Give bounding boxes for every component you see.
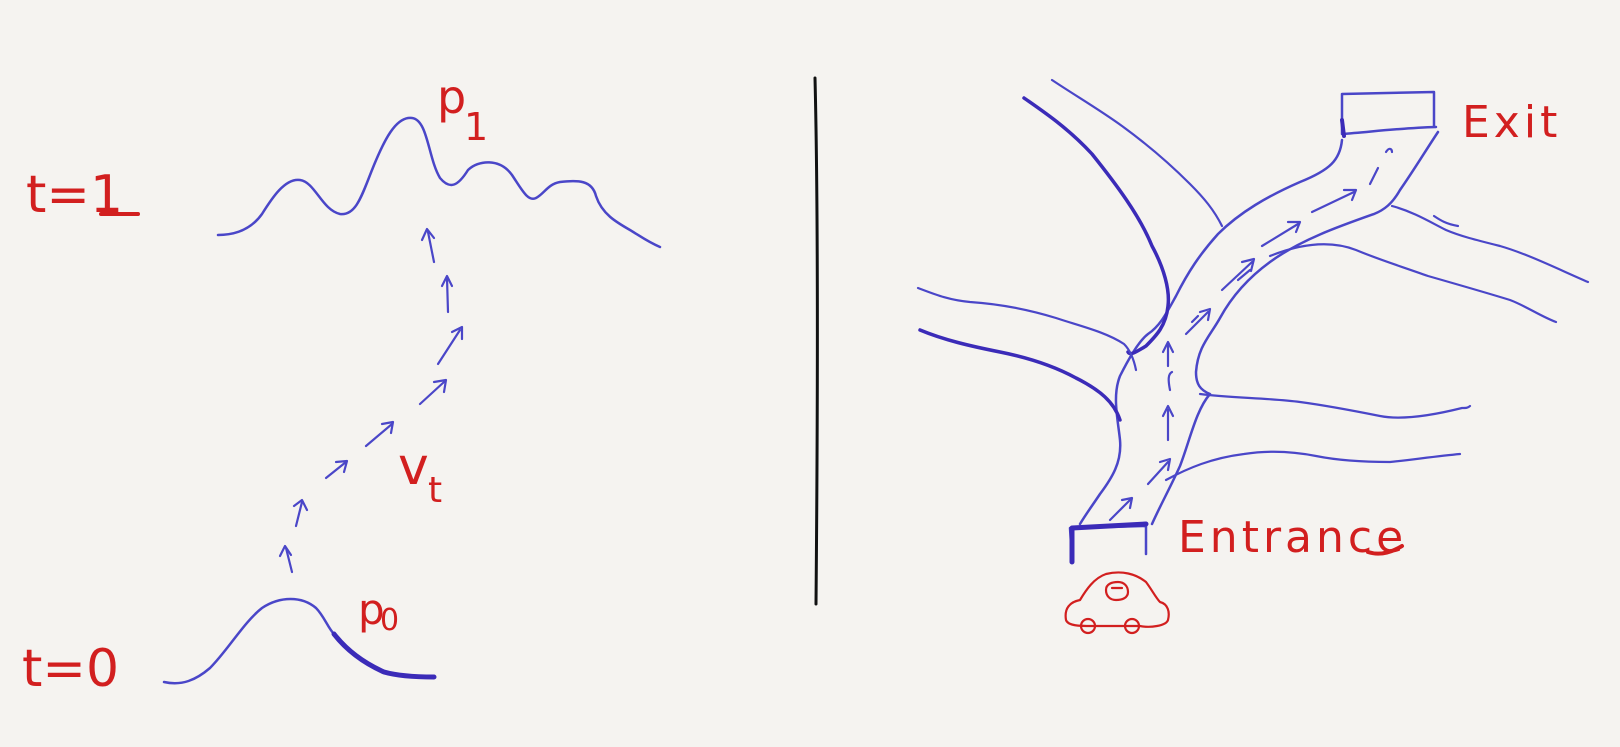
velocity-field-arrows: [278, 227, 464, 574]
p0-distribution-curve-bold: [331, 631, 437, 680]
label-p1-subscript: 1: [464, 105, 488, 149]
entrance-flourish: [1366, 544, 1404, 556]
exit-box: [1340, 90, 1438, 136]
branch-lower-right: [1164, 450, 1462, 482]
label-entrance: Entrance: [1178, 512, 1407, 563]
panel-divider: [813, 76, 819, 606]
maze-path-arrows: [1108, 147, 1394, 522]
branch-upper-right-upper: [1390, 204, 1590, 284]
left-panel: t=1 t=0 p 1 p 0 v t: [22, 70, 662, 699]
branch-upper-right-lower: [1268, 243, 1558, 324]
corridor-right-wall: [1150, 130, 1440, 526]
exit-box-bold-edge: [1340, 118, 1346, 138]
label-p1: p: [437, 70, 466, 124]
branch-upper-right-nub: [1432, 214, 1460, 228]
entrance-box-bold-edge: [1069, 521, 1149, 565]
branch-upper-left-outer: [1022, 96, 1171, 356]
label-vt-subscript: t: [428, 470, 442, 511]
corridor-left-wall: [1078, 138, 1344, 526]
right-panel: Exit Entrance: [916, 78, 1590, 635]
label-exit: Exit: [1462, 97, 1561, 148]
car-icon: [1064, 571, 1170, 635]
branch-mid-left-upper: [916, 286, 1138, 372]
branch-upper-left-inner: [1050, 78, 1224, 228]
label-p0-subscript: 0: [380, 603, 399, 638]
entrance-box: [1068, 524, 1148, 562]
label-p0: p: [358, 585, 385, 634]
label-vt: v: [398, 437, 429, 497]
branch-mid-left-lower: [918, 328, 1122, 422]
branch-mid-right: [1198, 392, 1472, 419]
p0-distribution-curve: [162, 597, 336, 685]
p1-distribution-curve: [216, 116, 662, 249]
label-t-zero: t=0: [22, 639, 119, 699]
